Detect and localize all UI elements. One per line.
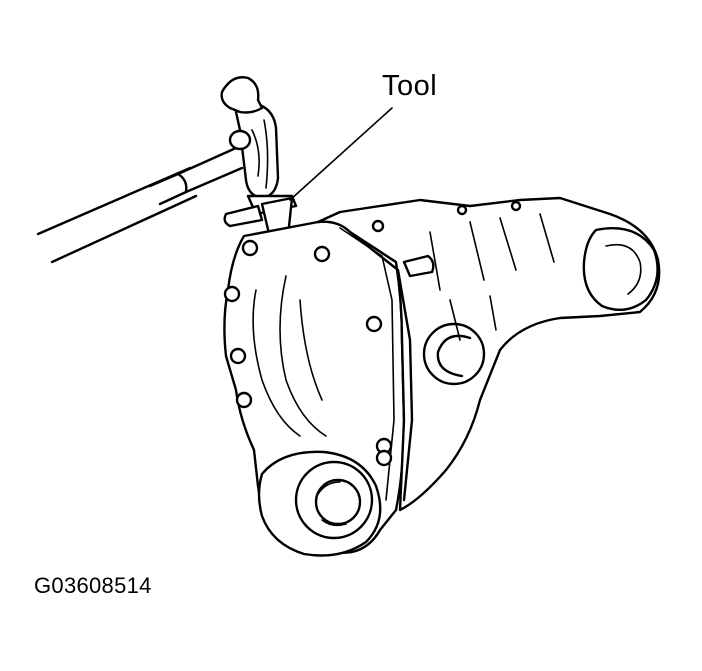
callout-leader-line: [289, 107, 393, 201]
tool-callout-label: Tool: [382, 70, 438, 102]
punch-tool: [223, 194, 298, 240]
hammer-head: [220, 76, 280, 200]
transfer-case-housing: [223, 196, 661, 557]
hammer-handle: [36, 146, 244, 264]
figure-id-label: G03608514: [34, 573, 152, 598]
cover-bolts: [223, 239, 393, 467]
